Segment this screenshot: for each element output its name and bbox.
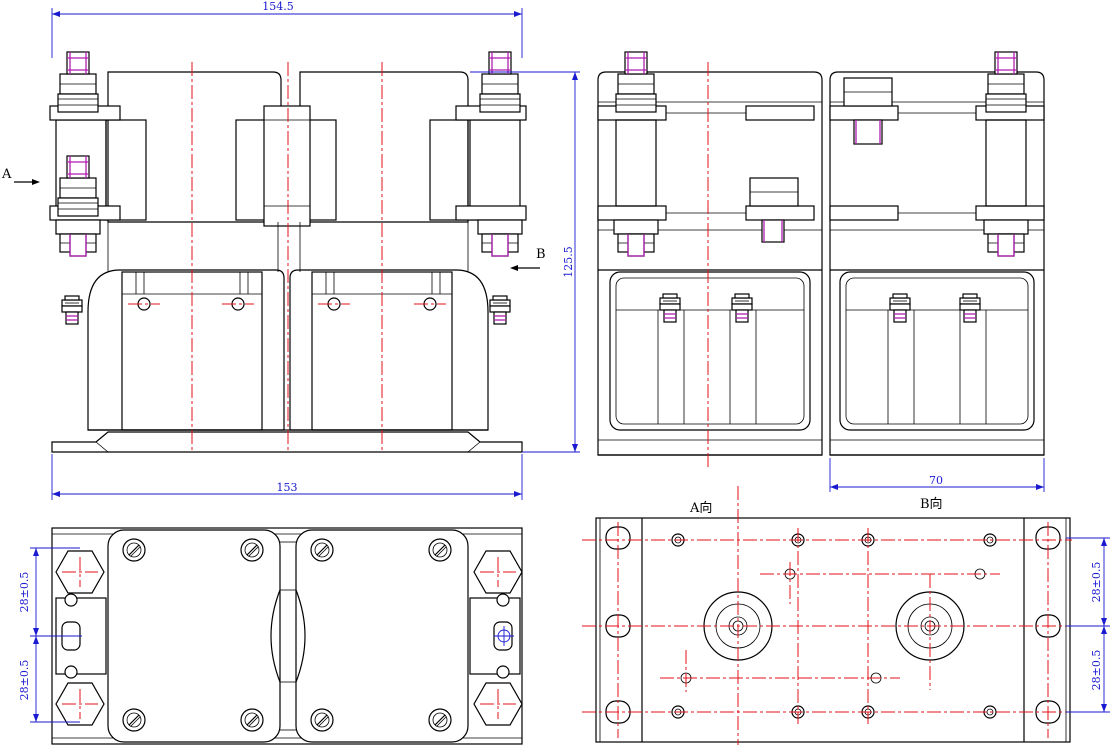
front-view: 154.5 bbox=[1, 0, 580, 500]
screw-icon bbox=[428, 708, 452, 732]
arrow-a-label: A bbox=[1, 167, 12, 182]
screw-icon bbox=[240, 708, 264, 732]
hex-nut-icon bbox=[473, 682, 523, 726]
hex-nut-icon bbox=[55, 682, 105, 726]
terminal-screw-icon bbox=[61, 295, 83, 325]
view-b-label: B向 bbox=[920, 496, 943, 512]
view-a-label: A向 bbox=[689, 500, 712, 516]
terminal-screw-icon bbox=[959, 293, 981, 323]
dim-top-width: 154.5 bbox=[262, 0, 294, 13]
bolt-icon bbox=[477, 219, 523, 257]
terminal-screw-icon bbox=[659, 293, 681, 323]
dim-pitch-left-upper: 28±0.5 bbox=[18, 572, 31, 613]
terminal-screw-icon bbox=[889, 293, 911, 323]
top-view: 28±0.5 28±0.5 bbox=[18, 527, 523, 745]
bottom-view: 28±0.5 28±0.5 bbox=[582, 486, 1110, 745]
bolt-icon bbox=[983, 219, 1029, 257]
hex-nut-icon bbox=[55, 550, 105, 594]
screw-icon bbox=[310, 708, 334, 732]
bolt-icon bbox=[57, 155, 99, 217]
bolt-icon bbox=[57, 51, 99, 113]
arrow-b-label: B bbox=[536, 247, 546, 262]
screw-icon bbox=[240, 538, 264, 562]
bolt-icon bbox=[615, 51, 657, 113]
screw-icon bbox=[428, 538, 452, 562]
dim-pitch-right-upper: 28±0.5 bbox=[1090, 562, 1103, 603]
hex-nut-icon bbox=[473, 550, 523, 594]
bolt-icon bbox=[985, 51, 1027, 113]
dim-pitch-right-lower: 28±0.5 bbox=[1090, 650, 1103, 691]
screw-icon bbox=[122, 538, 146, 562]
dim-height: 125.5 bbox=[562, 246, 575, 278]
terminal-screw-icon bbox=[489, 295, 511, 325]
side-view-b: 70 bbox=[829, 51, 1045, 492]
terminal-screw-icon bbox=[731, 293, 753, 323]
bolt-icon bbox=[613, 219, 659, 257]
screw-icon bbox=[122, 708, 146, 732]
side-view-a bbox=[597, 51, 823, 470]
dim-side-width: 70 bbox=[929, 474, 943, 487]
screw-icon bbox=[310, 538, 334, 562]
bolt-icon bbox=[479, 51, 521, 113]
bolt-icon bbox=[55, 219, 101, 257]
dim-bottom-width: 153 bbox=[277, 481, 298, 494]
dim-pitch-left-lower: 28±0.5 bbox=[18, 660, 31, 701]
